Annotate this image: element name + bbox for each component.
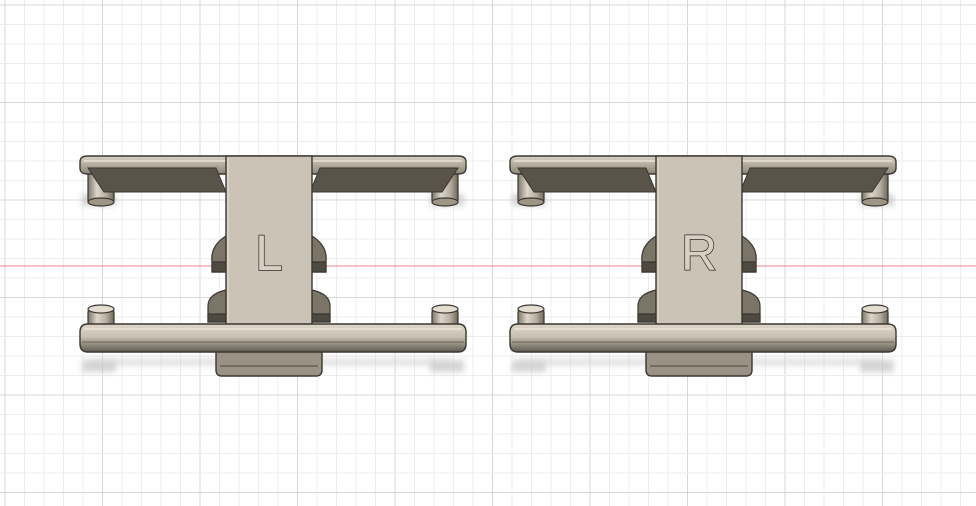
- part-label-right: R: [681, 225, 717, 281]
- part-label-left: L: [255, 225, 283, 281]
- clip-part-left[interactable]: L: [80, 156, 466, 376]
- clip-part-right[interactable]: R: [510, 156, 896, 376]
